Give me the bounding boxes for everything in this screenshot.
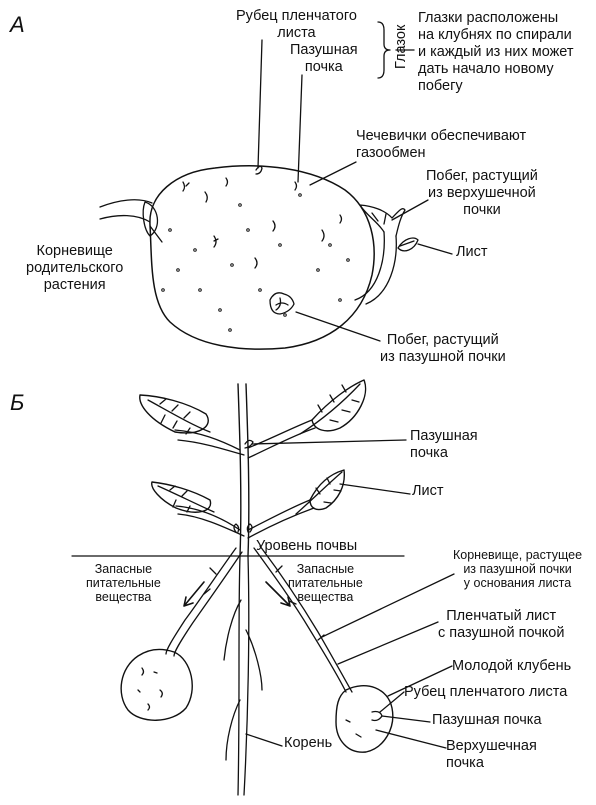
axillary-shoot-label: Побег, растущий из пазушной почки: [380, 332, 506, 366]
panel-a-letter: A: [10, 14, 25, 36]
axillary-bud-label: Пазушная почка: [290, 42, 358, 76]
rhizome-from-axillary-bud-label: Корневище, растущее из пазушной почки у …: [453, 548, 582, 590]
parent-rhizome-label: Корневище родительского растения: [26, 243, 123, 294]
axillary-bud-label-b2: Пазушная почка: [432, 712, 542, 729]
potato-tuber: [100, 166, 418, 349]
reserves-left-label: Запасные питательные вещества: [86, 562, 161, 604]
eye-label: Глазок: [393, 25, 409, 69]
reserves-right-label: Запасные питательные вещества: [288, 562, 363, 604]
soil-level-label: Уровень почвы: [256, 538, 357, 555]
root-label: Корень: [284, 735, 332, 752]
leaf-label-b: Лист: [412, 483, 444, 500]
scale-leaf-scar-label: Рубец пленчатого листа: [404, 684, 567, 701]
leaf-label-a: Лист: [456, 244, 488, 261]
apical-shoot-label: Побег, растущий из верхушечной почки: [426, 168, 538, 219]
panel-b-letter: Б: [10, 392, 24, 414]
scar-of-scale-leaf-label: Рубец пленчатого листа: [236, 8, 357, 42]
scale-leaf-label: Пленчатый лист с пазушной почкой: [438, 608, 564, 642]
lenticels-label: Чечевички обеспечивают газообмен: [356, 128, 526, 162]
eyes-note: Глазки расположены на клубнях по спирали…: [418, 10, 574, 95]
apical-bud-label: Верхушечная почка: [446, 738, 537, 772]
axillary-bud-label-b: Пазушная почка: [410, 428, 478, 462]
young-tuber-label: Молодой клубень: [452, 658, 571, 675]
